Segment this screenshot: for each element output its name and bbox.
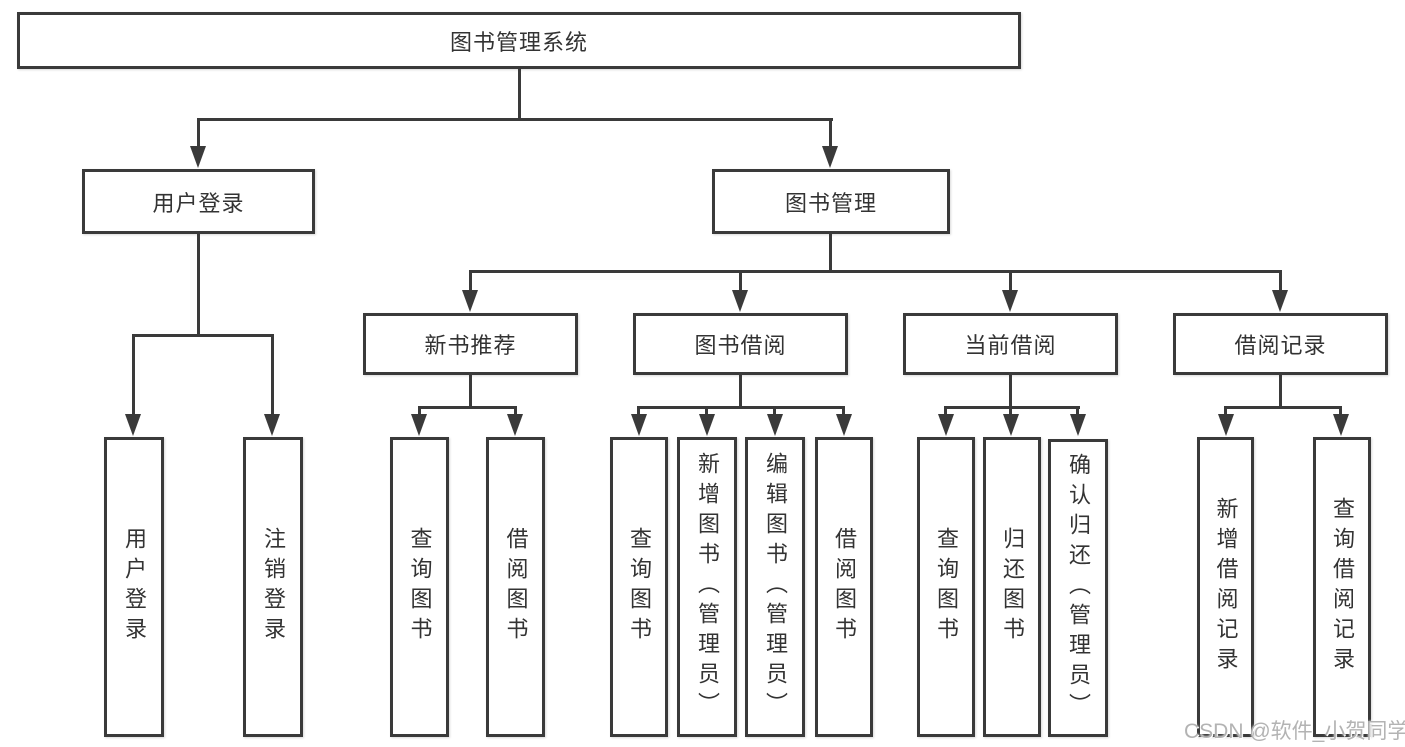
node-library-management-system: 图书管理系统	[17, 12, 1021, 69]
node-new-book-recommend: 新书推荐	[363, 313, 578, 375]
leaf-query-books-borrow: 查询图书	[610, 437, 668, 737]
connector-line	[773, 406, 776, 418]
node-label: 用户登录	[122, 527, 147, 647]
leaf-query-borrow-record: 查询借阅记录	[1313, 437, 1371, 737]
leaf-query-books-recommend: 查询图书	[390, 437, 449, 737]
connector-line	[514, 406, 517, 418]
arrowhead-down-icon	[699, 414, 715, 436]
connector-line	[1224, 406, 1227, 418]
connector-line	[197, 234, 200, 337]
connector-line	[197, 118, 200, 150]
node-label: 确认归还（管理员）	[1066, 453, 1091, 723]
leaf-borrow-books-recommend: 借阅图书	[486, 437, 545, 737]
node-label: 归还图书	[1000, 527, 1025, 647]
connector-line	[829, 118, 832, 150]
leaf-add-borrow-record: 新增借阅记录	[1197, 437, 1254, 737]
node-label: 查询图书	[407, 527, 433, 647]
connector-line	[1279, 270, 1282, 292]
connector-line	[518, 66, 521, 120]
connector-line	[418, 406, 421, 418]
connector-line	[637, 406, 640, 418]
arrowhead-down-icon	[836, 414, 852, 436]
connector-line	[739, 375, 742, 408]
node-label: 借阅图书	[832, 527, 857, 647]
node-borrow-records: 借阅记录	[1173, 313, 1388, 375]
csdn-watermark: CSDN @软件_小贺同学	[1184, 720, 1405, 743]
arrowhead-down-icon	[1003, 414, 1019, 436]
connector-line	[1009, 406, 1012, 418]
node-current-borrow: 当前借阅	[903, 313, 1118, 375]
arrowhead-down-icon	[822, 146, 838, 168]
node-label: 借阅记录	[1234, 333, 1327, 358]
connector-line	[469, 270, 1282, 273]
connector-line	[469, 375, 472, 408]
node-label: 查询图书	[934, 527, 959, 647]
node-label: 图书管理	[784, 190, 877, 216]
node-label: 查询图书	[627, 527, 652, 647]
leaf-logout: 注销登录	[243, 437, 303, 737]
connector-line	[1009, 270, 1012, 292]
connector-line	[637, 406, 845, 409]
arrowhead-down-icon	[1218, 414, 1234, 436]
node-label: 编辑图书（管理员）	[763, 452, 788, 722]
node-label: 新增借阅记录	[1213, 497, 1239, 677]
arrowhead-down-icon	[411, 414, 427, 436]
leaf-confirm-return-admin: 确认归还（管理员）	[1048, 439, 1108, 737]
arrowhead-down-icon	[1070, 414, 1086, 436]
connector-line	[132, 334, 135, 414]
node-label: 图书借阅	[694, 333, 787, 358]
connector-line	[705, 406, 708, 418]
node-label: 借阅图书	[503, 527, 529, 647]
leaf-query-books-current: 查询图书	[917, 437, 975, 737]
arrowhead-down-icon	[767, 414, 783, 436]
leaf-return-books: 归还图书	[983, 437, 1041, 737]
connector-line	[197, 118, 833, 121]
node-label: 用户登录	[152, 190, 245, 216]
arrowhead-down-icon	[631, 414, 647, 436]
leaf-borrow-books: 借阅图书	[815, 437, 873, 737]
connector-line	[469, 270, 472, 292]
node-label: 当前借阅	[964, 333, 1057, 358]
connector-line	[1224, 406, 1342, 409]
arrowhead-down-icon	[264, 414, 280, 436]
arrowhead-down-icon	[507, 414, 523, 436]
arrowhead-down-icon	[190, 146, 206, 168]
arrowhead-down-icon	[1002, 290, 1018, 312]
node-label: 图书管理系统	[449, 29, 588, 55]
node-label: 新增图书（管理员）	[695, 452, 720, 722]
leaf-add-books-admin: 新增图书（管理员）	[677, 437, 737, 737]
node-book-borrow: 图书借阅	[633, 313, 848, 375]
connector-line	[944, 406, 947, 418]
arrowhead-down-icon	[125, 414, 141, 436]
leaf-edit-books-admin: 编辑图书（管理员）	[745, 437, 805, 737]
connector-line	[1279, 375, 1282, 408]
connector-line	[739, 270, 742, 292]
arrowhead-down-icon	[1272, 290, 1288, 312]
node-book-management: 图书管理	[712, 169, 950, 234]
connector-line	[132, 334, 274, 337]
connector-line	[418, 406, 517, 409]
connector-line	[1076, 406, 1079, 418]
connector-line	[1339, 406, 1342, 418]
node-label: 查询借阅记录	[1330, 497, 1355, 677]
connector-line	[944, 406, 1080, 409]
connector-line	[1009, 375, 1012, 408]
node-label: 新书推荐	[424, 333, 517, 358]
connector-line	[271, 334, 274, 414]
arrowhead-down-icon	[462, 290, 478, 312]
arrowhead-down-icon	[938, 414, 954, 436]
arrowhead-down-icon	[1333, 414, 1349, 436]
leaf-user-login: 用户登录	[104, 437, 164, 737]
node-label: 注销登录	[261, 527, 286, 647]
connector-line	[842, 406, 845, 418]
arrowhead-down-icon	[732, 290, 748, 312]
connector-line	[829, 234, 832, 272]
node-user-login: 用户登录	[82, 169, 315, 234]
